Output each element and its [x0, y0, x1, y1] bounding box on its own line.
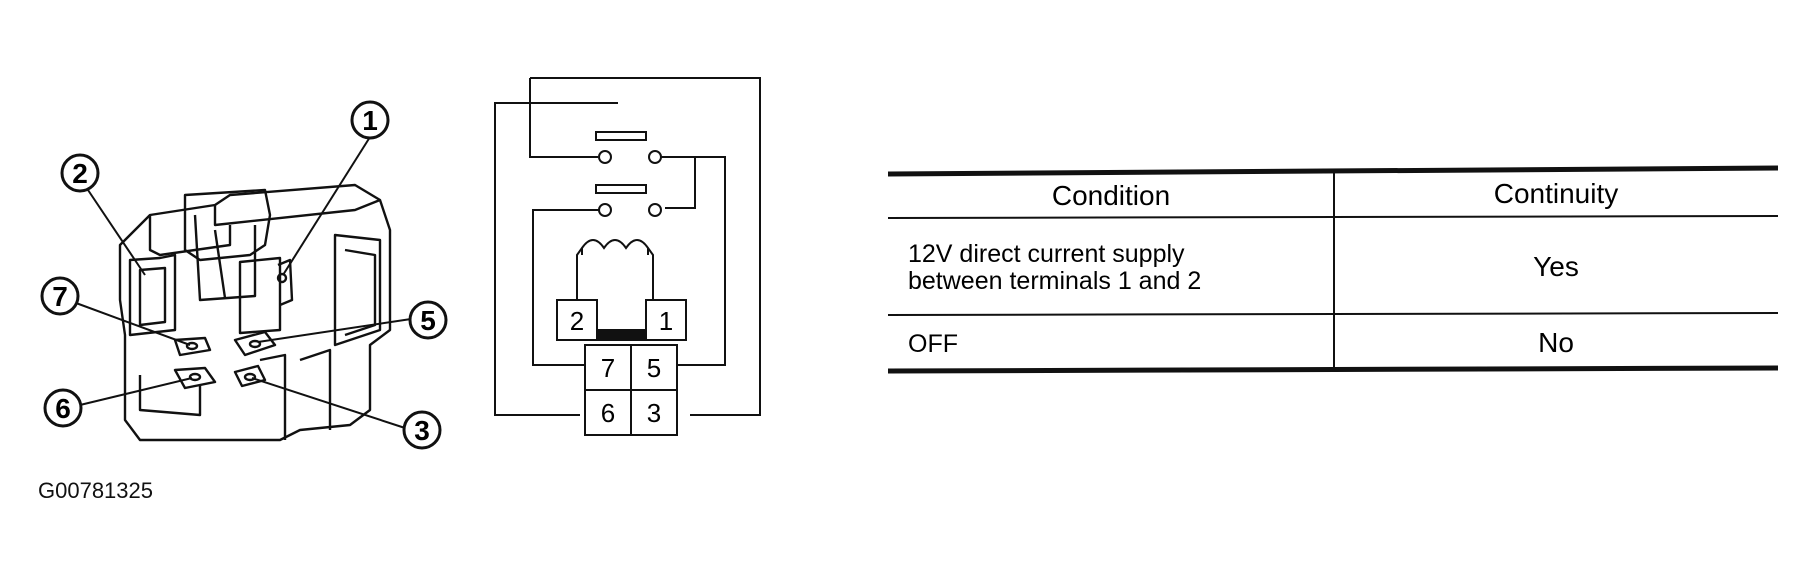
terminal-3: 3 — [647, 398, 661, 428]
header-continuity: Continuity — [1494, 178, 1619, 209]
callout-6: 6 — [43, 377, 193, 428]
coil-terminal-2: 2 — [570, 306, 584, 336]
header-condition: Condition — [1052, 180, 1170, 211]
callout-3: 3 — [251, 377, 442, 450]
callout-5: 5 — [257, 300, 448, 343]
figure-code: G00781325 — [38, 478, 153, 503]
terminal-7: 7 — [601, 353, 615, 383]
callout-1: 1 — [282, 100, 390, 276]
row-1-condition-line1: 12V direct current supply — [908, 240, 1185, 268]
callout-5-label: 5 — [420, 305, 436, 336]
continuity-table: Condition Continuity 12V direct current … — [887, 165, 1779, 374]
row-1-continuity: Yes — [1533, 251, 1579, 282]
callout-3-label: 3 — [414, 415, 430, 446]
callout-1-label: 1 — [362, 105, 378, 136]
relay-schematic — [494, 77, 761, 436]
terminal-5: 5 — [647, 353, 661, 383]
callout-2-label: 2 — [72, 158, 88, 189]
row-2-condition: OFF — [908, 330, 958, 358]
callout-7-label: 7 — [52, 281, 68, 312]
coil-terminal-1: 1 — [659, 306, 673, 336]
callout-2: 2 — [60, 153, 146, 276]
callout-7: 7 — [40, 276, 191, 346]
row-1-condition-line2: between terminals 1 and 2 — [908, 267, 1201, 295]
callout-6-label: 6 — [55, 393, 71, 424]
terminal-6: 6 — [601, 398, 615, 428]
row-2-continuity: No — [1538, 327, 1574, 358]
relay-body — [118, 183, 392, 442]
